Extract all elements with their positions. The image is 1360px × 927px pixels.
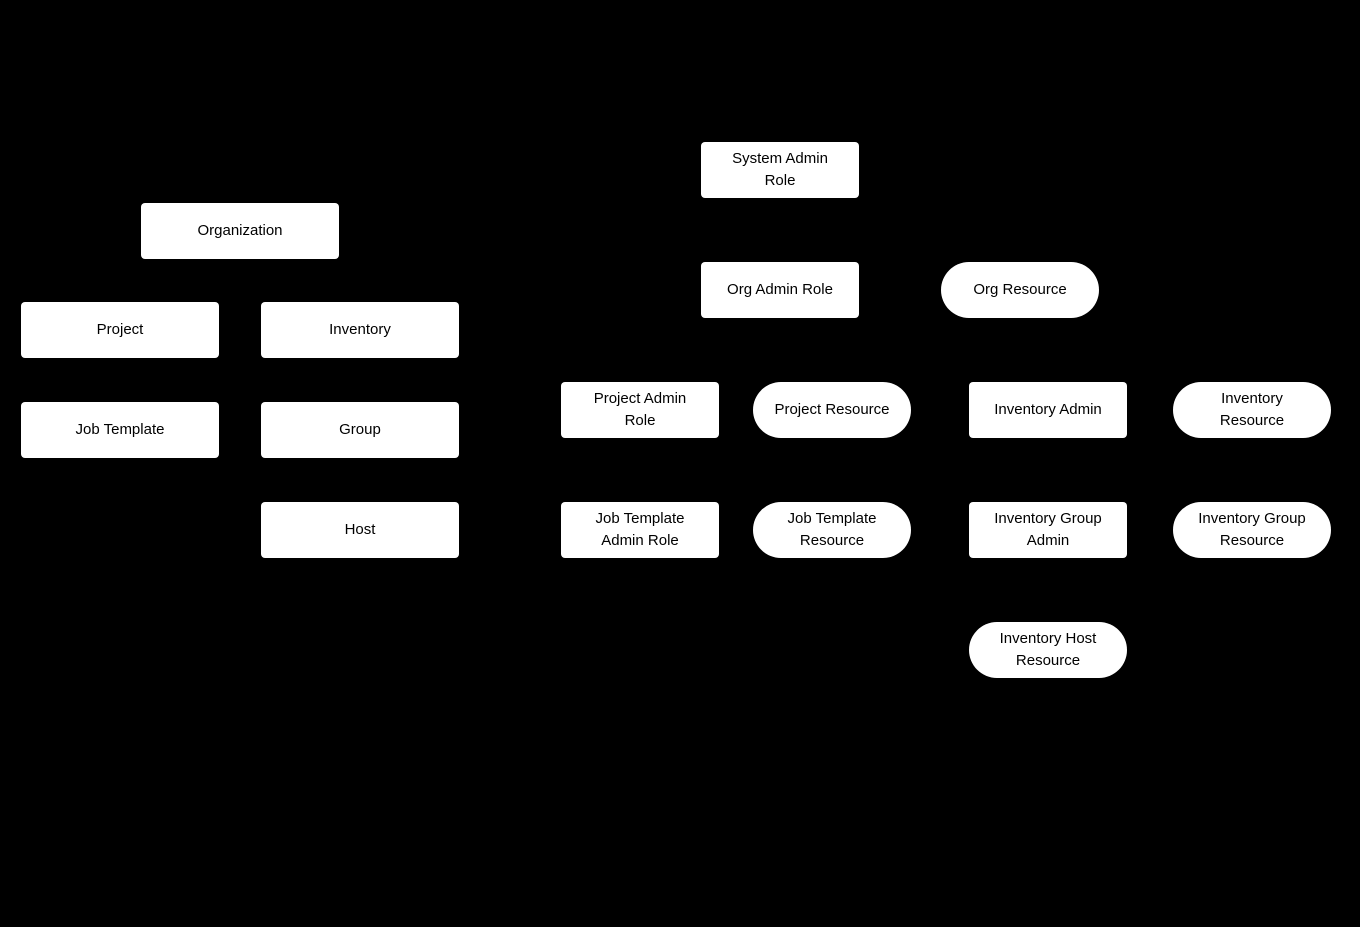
node-label: Inventory Host Resource [999,630,1097,669]
node-label: Project Admin Role [593,390,687,429]
node-host: Host [261,502,459,558]
node-inventory-group-resource: Inventory Group Resource [1173,502,1331,558]
node-system-admin-role: System Admin Role [701,142,859,198]
node-inventory-resource: Inventory Resource [1173,382,1331,438]
node-label: Host [344,521,376,538]
node-label: Project Resource [774,401,890,418]
node-inventory-group-admin: Inventory Group Admin [969,502,1127,558]
node-label: Job Template Resource [787,510,877,549]
node-job-template-resource: Job Template Resource [753,502,911,558]
node-job-template-admin-role: Job Template Admin Role [561,502,719,558]
node-label: Org Admin Role [727,281,833,298]
node-org-resource: Org Resource [941,262,1099,318]
node-group: Group [261,402,459,458]
node-label: Job Template [75,421,165,438]
node-label: Job Template Admin Role [595,510,685,549]
node-label: Inventory Group Admin [994,510,1102,549]
node-label: Inventory Resource [1219,390,1285,429]
node-inventory-admin: Inventory Admin [969,382,1127,438]
node-inventory-host-resource: Inventory Host Resource [969,622,1127,678]
node-label: System Admin Role [732,150,828,189]
node-label: Organization [197,222,283,239]
node-label: Inventory Admin [994,401,1102,418]
node-job-template: Job Template [21,402,219,458]
node-org-admin-role: Org Admin Role [701,262,859,318]
node-organization: Organization [141,203,339,259]
node-project-admin-role: Project Admin Role [561,382,719,438]
node-label: Inventory Group Resource [1198,510,1306,549]
node-label: Group [339,421,381,438]
node-label: Inventory [329,321,391,338]
node-label: Project [96,321,144,338]
node-project: Project [21,302,219,358]
node-label: Org Resource [973,281,1067,298]
node-inventory: Inventory [261,302,459,358]
node-project-resource: Project Resource [753,382,911,438]
